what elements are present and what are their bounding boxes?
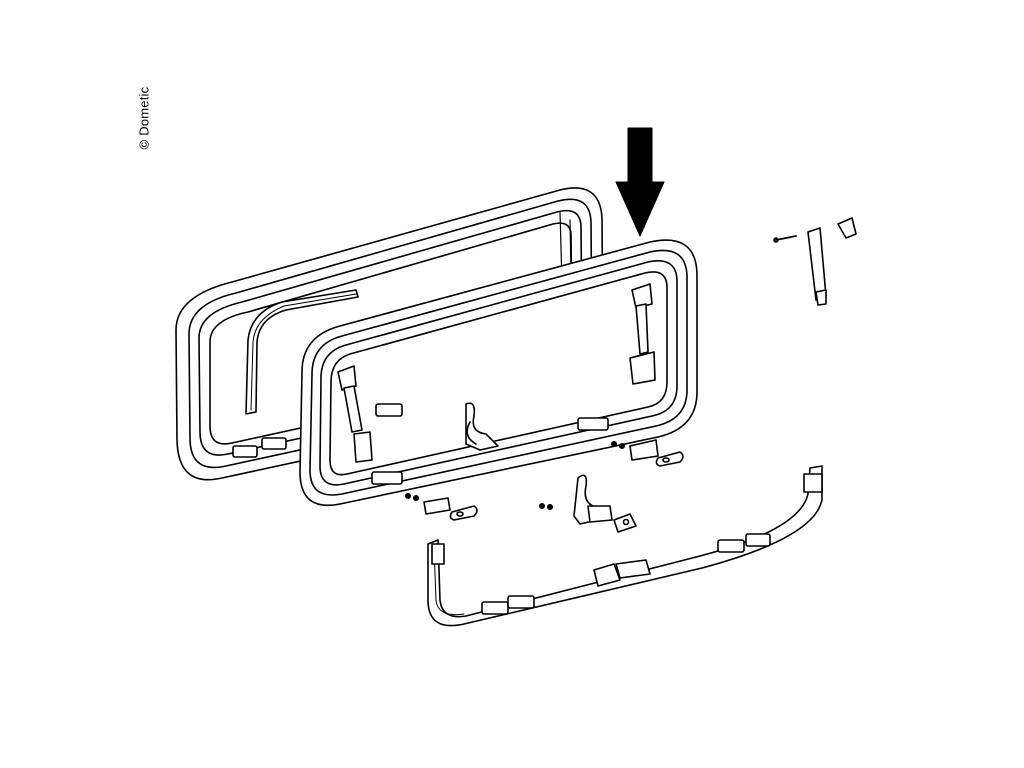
down-arrow-icon <box>615 127 665 237</box>
front-frame-stays <box>337 283 656 463</box>
front-frame-center-latch <box>371 402 609 485</box>
bottom-hinge-rail <box>427 465 823 627</box>
front-window-frame <box>299 239 698 506</box>
curved-seal-strip <box>245 289 359 415</box>
hardware-parts <box>404 217 857 533</box>
